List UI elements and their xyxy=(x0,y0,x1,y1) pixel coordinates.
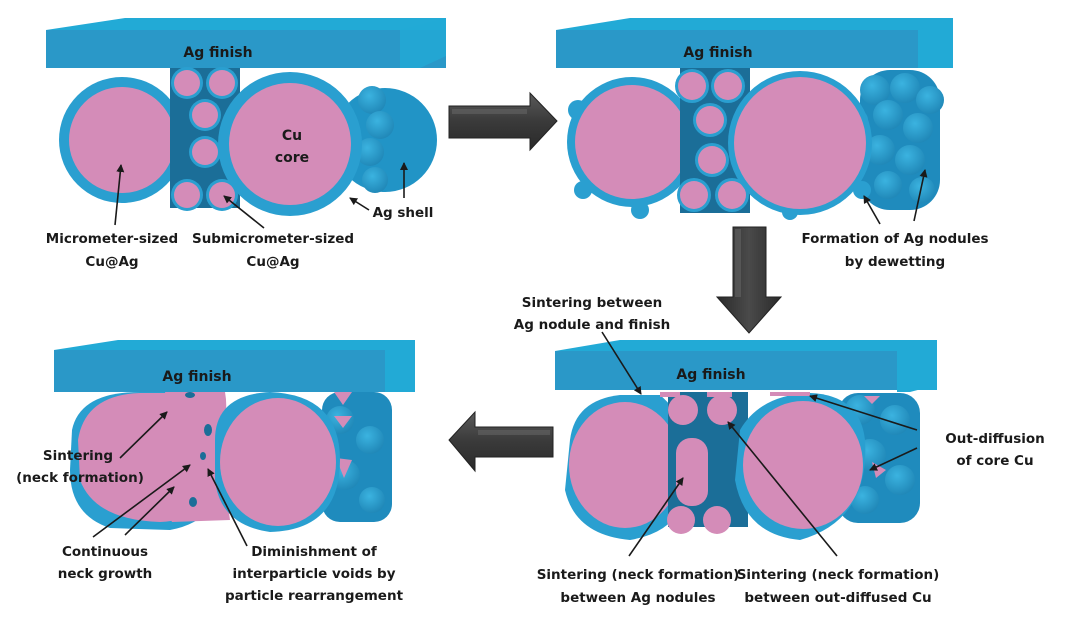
submicro-label-line1: Submicrometer-sized xyxy=(192,231,354,247)
ag-shell-pointer-arrow-1 xyxy=(349,197,370,211)
voids-pointer-arrow xyxy=(207,468,248,547)
cu-core-particle xyxy=(735,392,866,540)
submicrometer-particles xyxy=(660,392,748,534)
ag-finish-label: Ag finish xyxy=(676,367,745,383)
ag-finish-label: Ag finish xyxy=(183,45,252,61)
merged-particle-right xyxy=(215,392,340,532)
sinter-label-line2: (neck formation) xyxy=(16,470,144,486)
outdiff-label-line1: Out-diffusion xyxy=(945,431,1045,447)
submicro-pointer-arrow xyxy=(223,195,265,229)
voids-label-line3: particle rearrangement xyxy=(225,588,404,604)
cu-core-label-line1: Cu xyxy=(282,128,302,144)
panel-late-sintering: Ag finish Sintering (neck formation) Con… xyxy=(16,340,415,604)
neck-growth-label-line2: neck growth xyxy=(58,566,153,582)
cu-core-particle xyxy=(728,71,872,220)
sinter-pointer-arrow xyxy=(119,411,168,459)
ag-shell-label: Ag shell xyxy=(373,205,434,221)
ag-nodule-cluster xyxy=(860,70,944,210)
ag-finish-slab xyxy=(556,18,953,68)
flow-arrow-left xyxy=(448,410,554,473)
cu-core-particle xyxy=(218,72,362,216)
ag-finish-slab xyxy=(46,18,446,68)
nodules-label-line2: by dewetting xyxy=(845,254,945,270)
neck-ag-label-line2: between Ag nodules xyxy=(560,590,715,606)
micro-label-line2: Cu@Ag xyxy=(85,254,138,270)
panel-early-sintering: Ag finish Sintering between Ag nodule an… xyxy=(514,295,1045,606)
ag-finish-slab xyxy=(555,340,937,392)
nodule-finish-label-line1: Sintering between xyxy=(522,295,663,311)
neck-cu-label-line1: Sintering (neck formation) xyxy=(737,567,940,583)
cu-core-label-line2: core xyxy=(275,150,309,166)
panel-dewetting: Ag finish Formation of Ag nodules by dew… xyxy=(556,18,989,270)
ag-finish-slab xyxy=(54,340,415,392)
outdiff-label-line2: of core Cu xyxy=(956,453,1033,469)
sinter-label-line1: Sintering xyxy=(43,448,113,464)
nodules-pointer-arrow-1 xyxy=(863,195,881,225)
micro-label-line1: Micrometer-sized xyxy=(46,231,178,247)
neck-ag-pointer-arrow xyxy=(628,477,684,557)
ag-finish-label: Ag finish xyxy=(162,369,231,385)
nodules-pointer-arrow-2 xyxy=(913,169,928,222)
micrometer-particle-left xyxy=(565,395,690,540)
panel-initial: Ag finish Cu core Ag shell Micrometer-si… xyxy=(46,18,446,270)
neck-cu-label-line2: between out-diffused Cu xyxy=(744,590,931,606)
neck-growth-pointer-arrow-2 xyxy=(124,486,175,536)
nodules-label-line1: Formation of Ag nodules xyxy=(801,231,988,247)
submicro-label-line2: Cu@Ag xyxy=(246,254,299,270)
neck-growth-pointer-arrow-1 xyxy=(92,464,191,538)
outdiff-pointer-arrow-2 xyxy=(869,447,918,471)
nodule-finish-label-line2: Ag nodule and finish xyxy=(514,317,670,333)
nodule-finish-pointer-arrow xyxy=(601,331,642,395)
micro-pointer-arrow xyxy=(114,164,125,226)
micrometer-particle-left xyxy=(59,77,185,203)
voids-label-line1: Diminishment of xyxy=(251,544,377,560)
flow-arrow-down xyxy=(715,226,783,334)
voids-label-line2: interparticle voids by xyxy=(232,566,395,582)
neck-ag-label-line1: Sintering (neck formation) xyxy=(537,567,740,583)
ag-finish-label: Ag finish xyxy=(683,45,752,61)
merged-neck-region xyxy=(165,392,230,522)
outdiff-pointer-arrow-1 xyxy=(809,394,918,431)
micrometer-particle-left xyxy=(567,77,697,219)
ag-shell-cluster xyxy=(333,86,437,193)
neck-cu-pointer-arrow xyxy=(727,421,838,557)
submicrometer-particles xyxy=(675,68,750,213)
neck-growth-label-line1: Continuous xyxy=(62,544,148,560)
flow-arrow-right xyxy=(448,91,558,152)
